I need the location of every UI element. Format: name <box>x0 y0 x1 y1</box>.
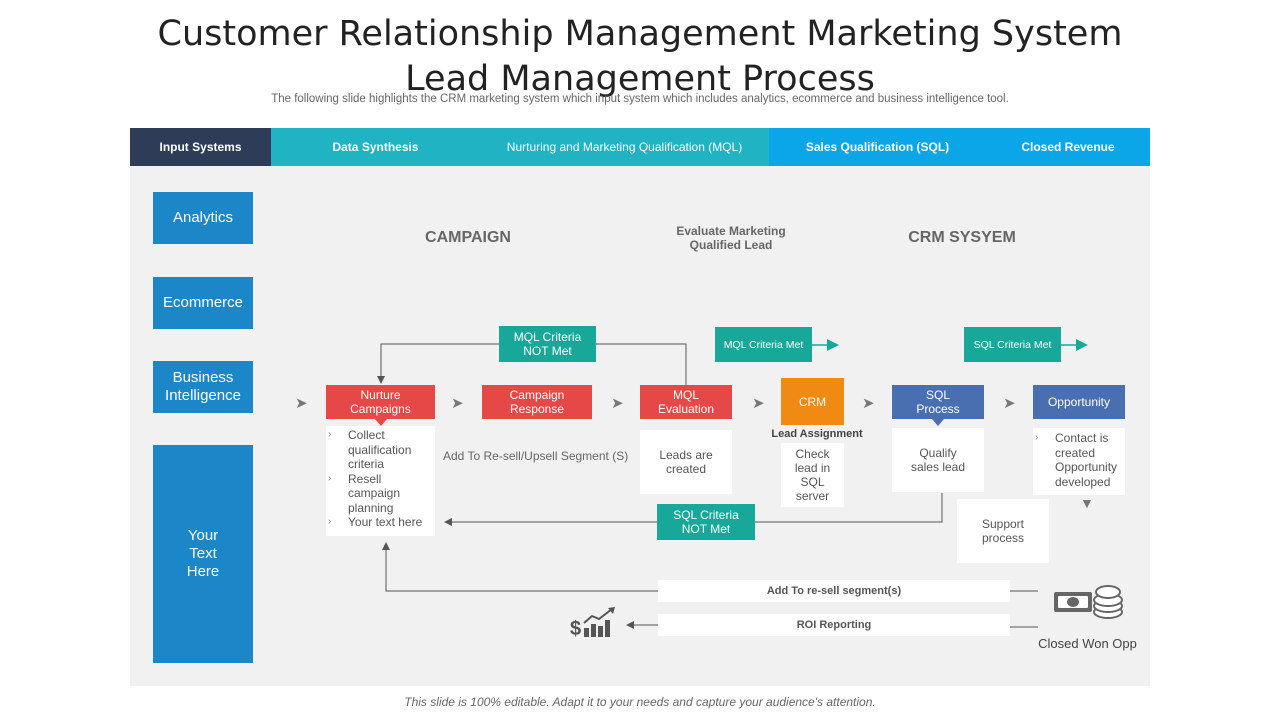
campaign-response-box: Campaign Response <box>482 385 592 419</box>
add-to-resell-segment-bar: Add To re-sell segment(s) <box>658 580 1010 602</box>
coins-icon <box>1093 585 1123 619</box>
chevron-right-icon: ➤ <box>295 395 308 412</box>
chevron-right-icon: ➤ <box>862 395 875 412</box>
stage-input-systems: Input Systems <box>130 128 271 166</box>
page-title: Customer Relationship Management Marketi… <box>157 14 1123 99</box>
qualify-box: Qualify sales lead <box>892 428 984 492</box>
page-subtitle: The following slide highlights the CRM m… <box>271 93 1009 105</box>
input-business-intelligence: Business Intelligence <box>153 361 253 413</box>
mql-not-met-box: MQL Criteria NOT Met <box>499 326 596 362</box>
closed-won-label: Closed Won Opp <box>1038 636 1137 651</box>
input-analytics: Analytics <box>153 192 253 244</box>
support-process-box: Support process <box>957 499 1049 563</box>
svg-text:$: $ <box>570 618 581 640</box>
stage-nurturing-mql: Nurturing and Marketing Qualification (M… <box>480 128 769 166</box>
add-to-resell-upsell-text: Add To Re-sell/Upsell Segment (S) <box>443 449 629 463</box>
section-campaign: CAMPAIGN <box>425 229 511 246</box>
lead-assignment-label: Lead Assignment <box>771 428 863 440</box>
stage-sales-qualification: Sales Qualification (SQL) <box>769 128 986 166</box>
sql-not-met-box: SQL Criteria NOT Met <box>657 504 755 540</box>
chevron-right-icon: ➤ <box>611 395 624 412</box>
roi-chart-icon: $ <box>570 607 615 640</box>
list-item: ›Your text here <box>328 515 423 529</box>
chevron-right-icon: ➤ <box>752 395 765 412</box>
leads-created-box: Leads are created <box>640 430 732 494</box>
input-your-text: Your Text Here <box>153 445 253 663</box>
stage-data-synthesis: Data Synthesis <box>271 128 480 166</box>
roi-reporting-bar: ROI Reporting <box>658 614 1010 636</box>
contact-detail-box: ›Contact is created Opportunity develope… <box>1033 428 1125 495</box>
money-icon <box>1054 592 1092 612</box>
mql-met-box: MQL Criteria Met <box>715 327 812 362</box>
stage-closed-revenue: Closed Revenue <box>986 128 1150 166</box>
chevron-right-icon: ➤ <box>451 395 464 412</box>
crm-box: CRM <box>781 378 844 425</box>
nurture-campaigns-box: Nurture Campaigns <box>326 385 435 419</box>
footer-note: This slide is 100% editable. Adapt it to… <box>404 695 876 709</box>
list-item: ›Collect qualification criteria <box>328 428 412 471</box>
nurture-detail-list: ›Collect qualification criteria ›Resell … <box>326 426 435 536</box>
sql-met-box: SQL Criteria Met <box>964 327 1061 362</box>
sql-process-box: SQL Process <box>892 385 984 419</box>
input-ecommerce: Ecommerce <box>153 277 253 329</box>
section-crm-system: CRM SYSYEM <box>908 229 1016 246</box>
opportunity-box: Opportunity <box>1033 385 1125 419</box>
section-evaluate: Evaluate Marketing Qualified Lead <box>676 224 786 252</box>
check-lead-box: Check lead in SQL server <box>781 443 844 507</box>
chevron-right-icon: ➤ <box>1003 395 1016 412</box>
chevron-down-icon: ▼ <box>1080 495 1094 511</box>
list-item: ›Resell campaign planning <box>328 471 401 515</box>
mql-evaluation-box: MQL Evaluation <box>640 385 732 419</box>
